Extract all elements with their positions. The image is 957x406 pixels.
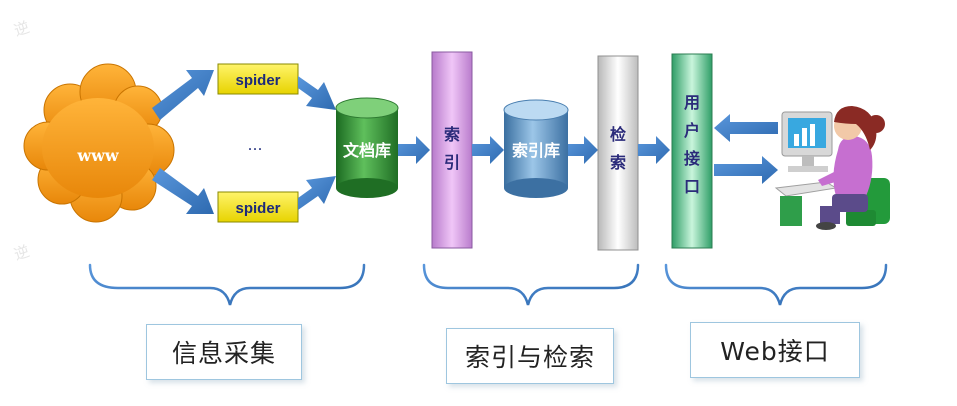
- user-bar-char-2: 户: [684, 121, 700, 140]
- arrow-index-to-indexstore: [472, 136, 504, 164]
- index-bar-char-1: 索: [444, 125, 460, 144]
- user-bar-char-4: 口: [684, 177, 700, 196]
- arrow-spider-top-to-docstore: [298, 76, 336, 110]
- user-computer-icon: [774, 106, 890, 230]
- search-bar: 检 索: [597, 55, 639, 251]
- spider-bottom-box: spider: [217, 191, 299, 223]
- arrow-cloud-to-spider-top: [152, 70, 214, 120]
- www-cloud: www: [23, 63, 175, 223]
- bracket-web-interface: [664, 263, 888, 306]
- arrow-spider-bottom-to-docstore: [298, 176, 336, 210]
- group-label-info-collection: 信息采集: [146, 324, 302, 380]
- spider-top-box: spider: [217, 63, 299, 95]
- index-store-label: 索引库: [512, 141, 560, 160]
- arrow-interface-to-user: [714, 156, 778, 184]
- spider-ellipsis: …: [248, 136, 263, 154]
- user-bar-char-1: 用: [684, 93, 700, 112]
- user-interface-bar: 用 户 接 口: [671, 53, 713, 249]
- search-bar-char-1: 检: [610, 125, 626, 144]
- group-label-index-search: 索引与检索: [446, 328, 614, 384]
- index-bar: 索 引: [431, 51, 473, 249]
- index-bar-char-2: 引: [444, 153, 460, 172]
- doc-store-cylinder: 文档库: [335, 97, 399, 198]
- arrow-cloud-to-spider-bottom: [152, 168, 214, 214]
- bracket-info-collection: [88, 263, 366, 306]
- arrow-docstore-to-index: [398, 136, 430, 164]
- search-bar-char-2: 索: [610, 153, 626, 172]
- group-label-web-interface: Web接口: [690, 322, 860, 378]
- www-label: www: [76, 146, 120, 165]
- bracket-index-search: [422, 263, 640, 306]
- spider-top-label: spider: [235, 72, 280, 89]
- arrow-search-to-user-interface: [638, 136, 670, 164]
- doc-store-label: 文档库: [343, 141, 391, 160]
- spider-bottom-label: spider: [235, 200, 280, 217]
- arrow-user-to-interface: [714, 114, 778, 142]
- index-store-cylinder: 索引库: [503, 99, 569, 198]
- user-bar-char-3: 接: [684, 149, 700, 168]
- arrow-indexstore-to-search: [568, 136, 598, 164]
